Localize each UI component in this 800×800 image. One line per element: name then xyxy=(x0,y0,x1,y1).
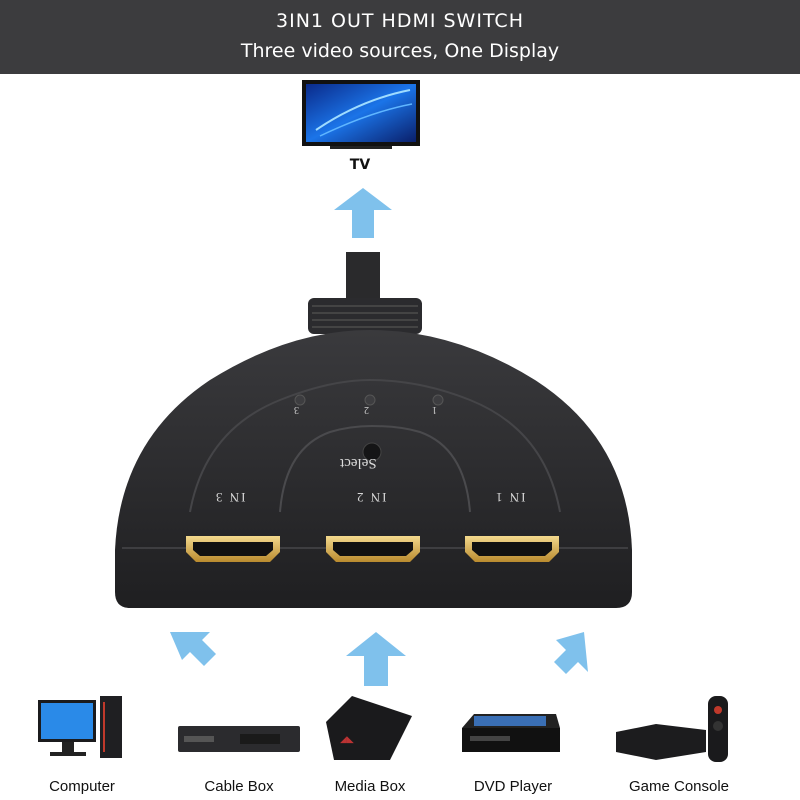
arrow-from-center-icon xyxy=(346,632,406,686)
select-button-label: Select xyxy=(340,455,377,471)
hdmi-port-in1 xyxy=(465,536,559,562)
cable-box-icon xyxy=(178,726,300,752)
led-3-label: 3 xyxy=(294,404,299,415)
banner-subtitle: Three video sources, One Display xyxy=(240,40,560,62)
led-1-icon xyxy=(432,394,444,406)
header-banner: 3IN1 OUT HDMI SWITCH Three video sources… xyxy=(0,0,800,74)
arrow-to-tv-icon xyxy=(334,188,392,238)
led-2-icon xyxy=(364,394,376,406)
led-1-label: 1 xyxy=(432,404,437,415)
hdmi-port-in3 xyxy=(186,536,280,562)
computer-icon xyxy=(38,696,122,758)
device-label-game-console: Game Console xyxy=(628,778,730,795)
tv-label: TV xyxy=(349,157,371,173)
port-in1-label: IN 1 xyxy=(494,490,526,505)
select-button[interactable] xyxy=(362,442,382,462)
game-console-icon xyxy=(616,696,728,762)
led-2-label: 2 xyxy=(364,404,369,415)
media-box-icon: ◢◣ xyxy=(326,696,412,760)
tv-icon xyxy=(302,80,420,149)
arrow-from-left-icon xyxy=(170,632,216,666)
cable-strain-relief xyxy=(308,298,422,334)
device-label-computer: Computer xyxy=(49,778,115,795)
led-3-icon xyxy=(294,394,306,406)
hdmi-port-in2 xyxy=(326,536,420,562)
svg-text:◢◣: ◢◣ xyxy=(340,734,354,744)
device-label-dvd-player: DVD Player xyxy=(473,778,553,795)
port-in3-label: IN 3 xyxy=(214,490,246,505)
arrow-from-right-icon xyxy=(554,632,588,674)
device-label-media-box: Media Box xyxy=(334,778,406,795)
port-in2-label: IN 2 xyxy=(355,490,387,505)
device-label-cable-box: Cable Box xyxy=(204,778,274,795)
dvd-player-icon xyxy=(462,714,560,752)
banner-title: 3IN1 OUT HDMI SWITCH xyxy=(276,10,524,32)
